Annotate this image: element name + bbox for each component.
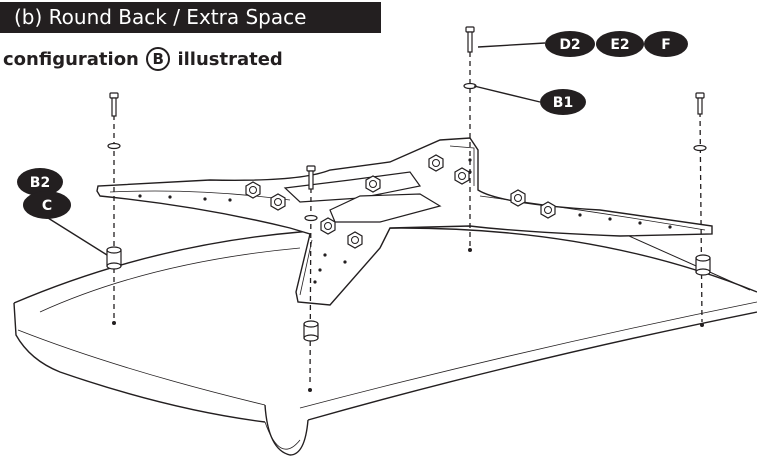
svg-text:D2: D2 bbox=[559, 37, 580, 53]
callouts: D2 E2 F B1 B2 C bbox=[17, 31, 688, 219]
section-title: (b) Round Back / Extra Space bbox=[14, 5, 307, 29]
caption-prefix: configuration bbox=[3, 49, 139, 70]
callout-f: F bbox=[644, 31, 688, 57]
washers bbox=[107, 82, 707, 222]
svg-text:B2: B2 bbox=[30, 175, 50, 191]
mounting-bracket bbox=[96, 137, 713, 306]
leader-lines bbox=[47, 42, 546, 256]
configuration-caption: configuration B illustrated bbox=[3, 47, 283, 71]
configuration-letter-badge: B bbox=[146, 47, 171, 71]
screw-right bbox=[695, 92, 705, 115]
svg-text:B1: B1 bbox=[553, 95, 573, 111]
caption-suffix: illustrated bbox=[177, 49, 283, 70]
svg-text:F: F bbox=[661, 37, 671, 53]
spacer-right bbox=[695, 254, 711, 276]
callout-b1: B1 bbox=[540, 89, 586, 115]
svg-text:E2: E2 bbox=[610, 37, 629, 53]
screw-top-center bbox=[465, 26, 475, 53]
spacers bbox=[106, 246, 711, 342]
screws bbox=[109, 26, 705, 190]
screw-center bbox=[306, 165, 316, 190]
screw-left bbox=[109, 92, 119, 117]
callout-e2: E2 bbox=[596, 31, 644, 57]
spacer-bottom bbox=[303, 320, 319, 342]
callout-d2: D2 bbox=[545, 31, 595, 57]
svg-text:C: C bbox=[42, 198, 52, 214]
tv-back-panel bbox=[13, 227, 757, 456]
section-title-bar: (b) Round Back / Extra Space bbox=[0, 2, 381, 33]
spacer-left bbox=[106, 246, 122, 270]
callout-c: C bbox=[23, 191, 71, 219]
alignment-lines bbox=[113, 52, 703, 386]
callout-b2: B2 bbox=[17, 168, 63, 196]
